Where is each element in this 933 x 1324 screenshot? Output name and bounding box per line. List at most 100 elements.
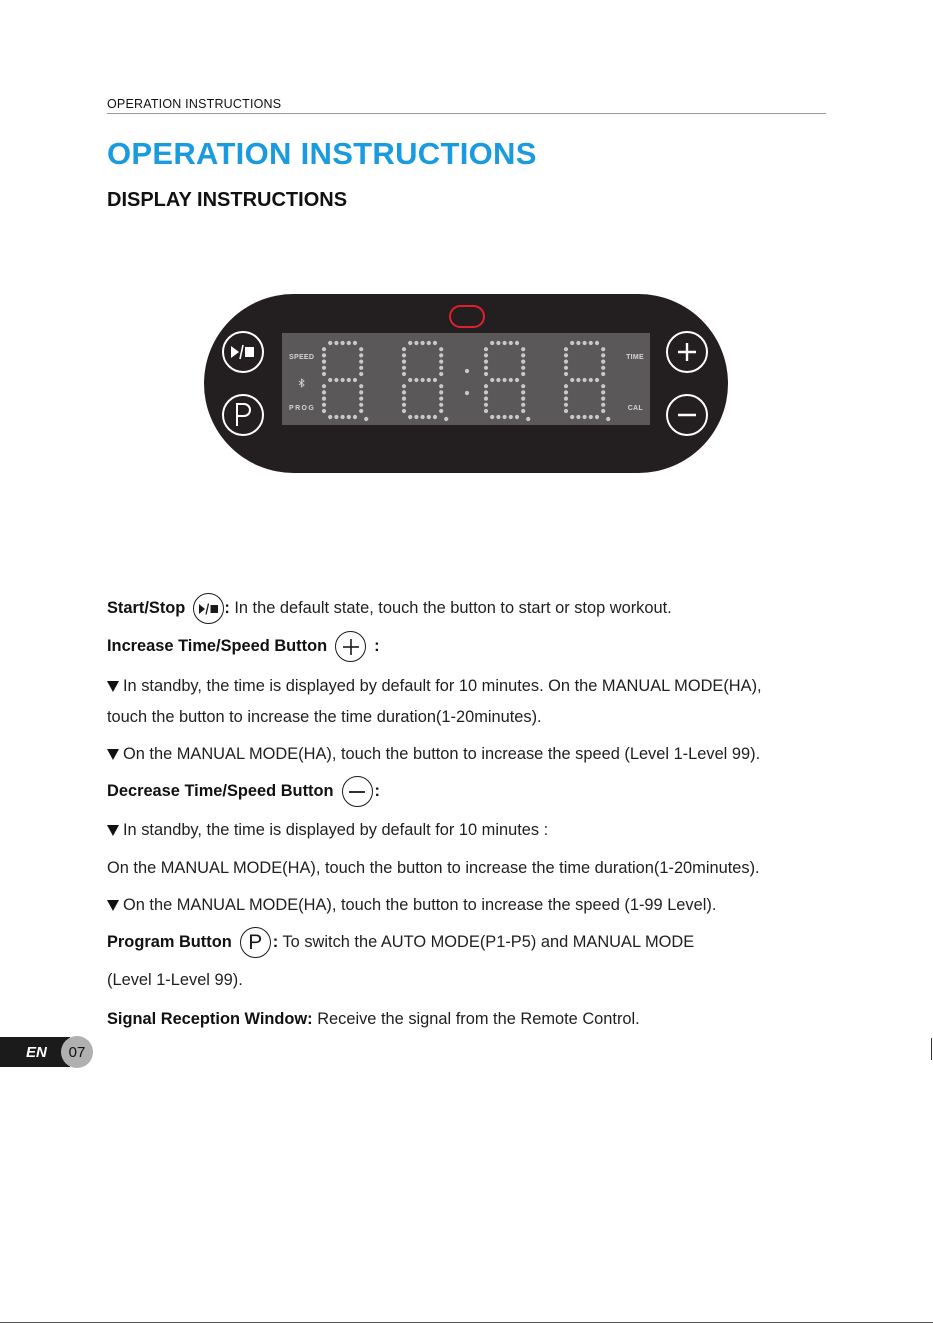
lcd-digit-2-dot: [401, 396, 407, 401]
lcd-digit-3-dot: [483, 359, 489, 364]
p-letter-icon: P: [248, 931, 263, 954]
lcd-digit-4-dot: [601, 365, 606, 370]
increase-inline-icon: [335, 631, 367, 662]
lcd-digit-2-dot: [401, 384, 407, 389]
lcd-digit-3-dot: [483, 353, 489, 358]
lcd-digit-4-dot: [582, 414, 587, 420]
lcd-digit-4-dot: [594, 340, 600, 346]
lcd-digit-1-dot: [321, 384, 327, 389]
lcd-digit-4-dot: [582, 377, 587, 383]
lcd-digit-3-dot: [521, 384, 526, 389]
lcd-digit-1-dot: [359, 384, 364, 389]
lcd-digit-3-dot: [521, 371, 526, 377]
increase-line-3-text: On the MANUAL MODE(HA), touch the button…: [123, 745, 761, 763]
lcd-digit-3-dot: [521, 390, 526, 395]
lcd-digit-1-dot: [328, 414, 333, 420]
lcd-digit-4-dot: [576, 414, 581, 420]
lcd-digit-4-dot: [594, 377, 600, 383]
lcd-digit-4-dot: [601, 408, 606, 414]
p-letter-icon: [236, 403, 251, 426]
lcd-digit-1-dot: [340, 414, 345, 420]
lcd-digit-1-dot: [334, 414, 339, 420]
lcd-digit-1-dot: [359, 371, 364, 377]
lcd-digit-1-dot: [359, 353, 364, 358]
lcd-digit-1-dot: [340, 340, 345, 346]
edge-mark: [931, 1038, 932, 1060]
decrease-line-2: On the MANUAL MODE(HA), touch the button…: [107, 859, 760, 878]
decrease-inline-icon: [341, 776, 373, 807]
lcd-digit-3-dot: [508, 414, 513, 420]
lcd-display: SPEED PROG TIME CAL: [282, 333, 650, 425]
lcd-digit-4-dot: [563, 396, 569, 401]
lcd-digit-3-dot: [483, 408, 489, 414]
increase-line-2-text: touch the button to increase the time du…: [107, 708, 542, 726]
lcd-digit-3-dot: [502, 414, 507, 420]
increase-label: Increase Time/Speed Button: [107, 637, 328, 655]
lcd-digit-4-dot: [563, 402, 569, 407]
program-line-2-text: (Level 1-Level 99).: [107, 971, 243, 989]
lcd-digit-2-dot: [420, 377, 425, 383]
program-button[interactable]: [222, 394, 264, 436]
decrease-button[interactable]: [666, 394, 708, 436]
language-code: EN: [26, 1043, 47, 1061]
lcd-digit-2-dot: [426, 414, 431, 420]
lcd-decimal-dot: [526, 416, 531, 422]
lcd-colon-dot: [464, 390, 470, 396]
lcd-digit-2-dot: [439, 365, 444, 370]
triangle-bullet-icon: [107, 825, 119, 836]
lcd-digit-2-dot: [401, 371, 407, 377]
lcd-digit-1-dot: [328, 340, 333, 346]
lcd-digit-2-dot: [432, 377, 438, 383]
lcd-digit-1-dot: [359, 359, 364, 364]
lcd-digit-2-dot: [426, 377, 431, 383]
lcd-digit-2-dot: [439, 390, 444, 395]
lcd-digit-2-dot: [414, 414, 419, 420]
decrease-heading: Decrease Time/Speed Button :: [107, 776, 380, 807]
lcd-digit-2-dot: [426, 340, 431, 346]
lcd-digit-4-dot: [563, 347, 569, 352]
lcd-digit-2-dot: [414, 377, 419, 383]
signal-reception-window: [449, 305, 485, 328]
lcd-digit-4-dot: [582, 340, 587, 346]
lcd-digit-4-dot: [588, 414, 593, 420]
lcd-digit-1-dot: [359, 402, 364, 407]
start-stop-button[interactable]: [222, 331, 264, 373]
increase-button[interactable]: [666, 331, 708, 373]
lcd-digit-1-dot: [321, 371, 327, 377]
lcd-digit-1-dot: [359, 347, 364, 352]
triangle-bullet-icon: [107, 749, 119, 760]
lcd-digit-1-dot: [321, 365, 327, 370]
bluetooth-icon: [298, 378, 305, 388]
lcd-digit-3-dot: [490, 377, 495, 383]
lcd-decimal-dot: [364, 416, 369, 422]
lcd-digit-2-dot: [401, 390, 407, 395]
lcd-digit-1-dot: [346, 414, 351, 420]
lcd-digit-1-dot: [352, 340, 358, 346]
lcd-digit-3-dot: [521, 408, 526, 414]
program-line-2: (Level 1-Level 99).: [107, 971, 243, 990]
lcd-digit-3-dot: [496, 377, 501, 383]
lcd-digit-2-dot: [408, 377, 413, 383]
program-colon: :: [272, 933, 279, 951]
lcd-digit-4-dot: [570, 340, 575, 346]
lcd-digit-2-dot: [439, 396, 444, 401]
lcd-digit-3-dot: [483, 384, 489, 389]
lcd-digit-3-dot: [483, 390, 489, 395]
lcd-digit-2-dot: [439, 402, 444, 407]
triangle-bullet-icon: [107, 900, 119, 911]
lcd-digit-1-dot: [359, 365, 364, 370]
decrease-label: Decrease Time/Speed Button: [107, 782, 334, 800]
lcd-digit-3-dot: [514, 340, 520, 346]
plus-icon: [342, 638, 359, 655]
lcd-digit-4-dot: [588, 377, 593, 383]
lcd-digit-3-dot: [483, 371, 489, 377]
lcd-digit-3-dot: [521, 353, 526, 358]
lcd-digit-2-dot: [439, 371, 444, 377]
lcd-digit-4-dot: [601, 371, 606, 377]
lcd-digit-1-dot: [340, 377, 345, 383]
lcd-digit-2-dot: [401, 353, 407, 358]
start-stop-colon: :: [224, 599, 230, 617]
section-title: DISPLAY INSTRUCTIONS: [107, 189, 348, 211]
lcd-digit-3-dot: [508, 377, 513, 383]
control-panel: SPEED PROG TIME CAL: [204, 294, 728, 473]
